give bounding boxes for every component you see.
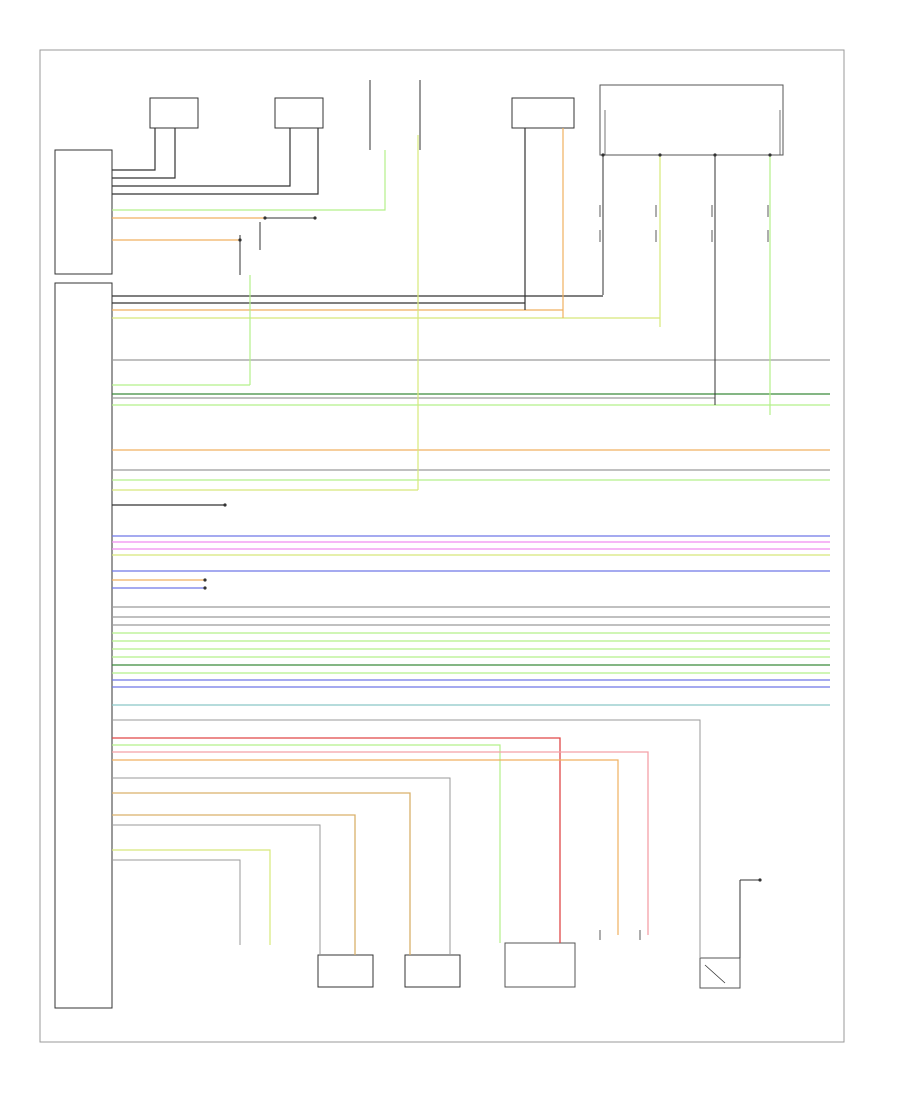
top-wiring [112, 80, 781, 490]
bottom-wiring [112, 719, 760, 958]
bottom-component-3 [504, 942, 576, 988]
top-sensor-center [511, 97, 575, 129]
upper-left-module [54, 149, 113, 275]
switch-contacts [599, 205, 769, 984]
wires-layer [112, 295, 830, 706]
top-switch-assembly [599, 84, 784, 156]
connector-dots [203, 153, 772, 882]
top-sensor-middle [274, 97, 324, 129]
bottom-switch [699, 957, 741, 989]
main-control-module [54, 282, 113, 1009]
diagram-frame [39, 49, 845, 1043]
bottom-component-1 [317, 954, 374, 988]
bottom-component-2 [404, 954, 461, 988]
top-sensor-left [149, 97, 199, 129]
